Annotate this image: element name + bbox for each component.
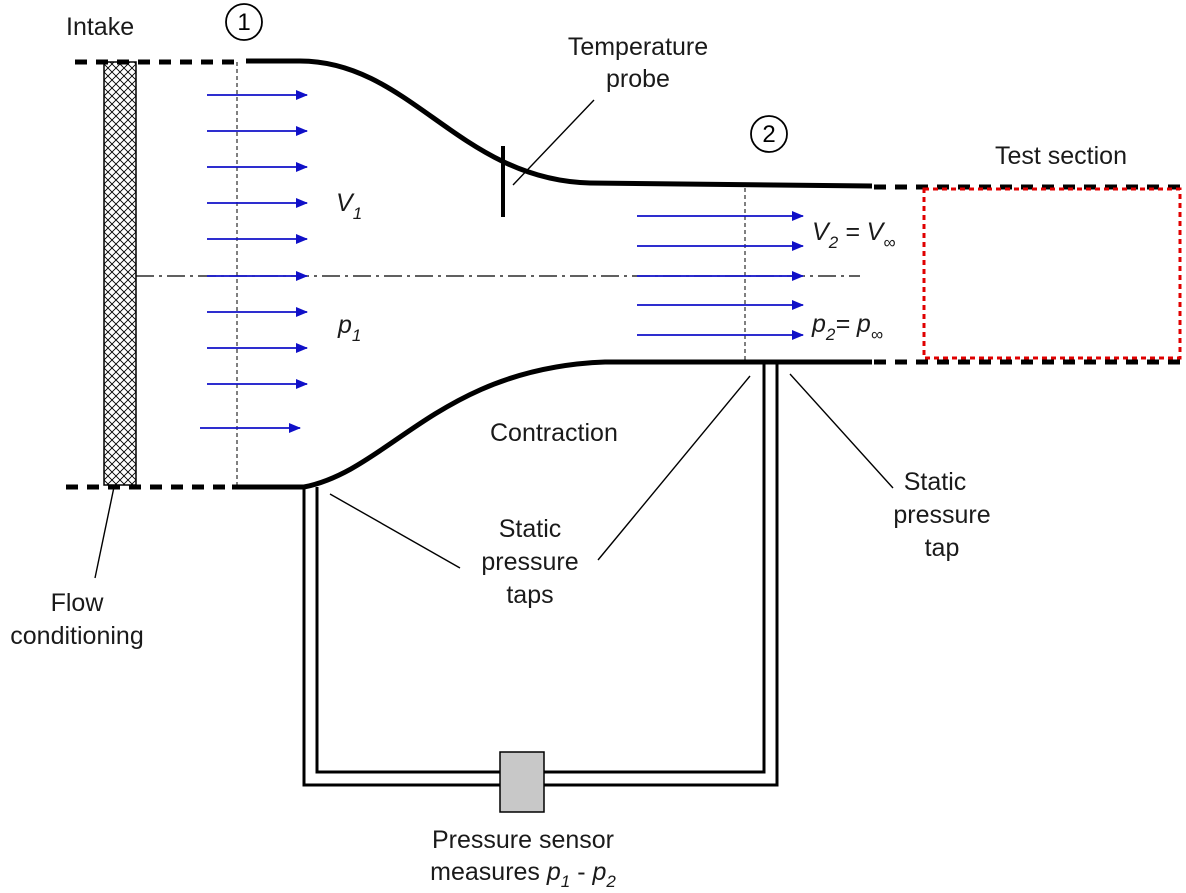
static-taps-leader-upstream (329, 493, 461, 569)
inlet-flow-arrows (200, 90, 308, 433)
station-1-marker: 1 (225, 3, 263, 41)
static-tap-label-line1: Static (904, 468, 967, 496)
contraction-lower-wall (232, 359, 872, 490)
flow-conditioning-label-line2: conditioning (10, 622, 143, 650)
p2-label: p2= p∞ (811, 310, 883, 344)
static-tap-label-line3: tap (925, 534, 960, 562)
temperature-probe-leader (512, 99, 595, 186)
static-taps-label-line2: pressure (481, 548, 578, 576)
static-tap-leader (789, 373, 894, 489)
station-1-number: 1 (237, 9, 250, 36)
static-taps-label-line3: taps (506, 581, 553, 609)
flow-conditioning-leader (94, 486, 115, 579)
static-taps-leader-downstream (597, 375, 751, 561)
test-section-box (922, 187, 1182, 360)
static-tap-label-line2: pressure (893, 501, 990, 529)
station-2-number: 2 (762, 121, 775, 148)
v2-label: V2 = V∞ (812, 218, 895, 252)
v1-label: V1 (336, 189, 362, 223)
pressure-sensor-label-line1: Pressure sensor (432, 826, 614, 854)
contraction-upper-wall (246, 58, 873, 189)
pressure-sensor-label-line2: measures p1 - p2 (430, 858, 616, 891)
intake-label: Intake (66, 13, 134, 41)
flow-conditioning-label-line1: Flow (51, 589, 105, 617)
static-taps-label-line1: Static (499, 515, 562, 543)
outlet-flow-arrows (637, 211, 804, 340)
pressure-sensor (499, 751, 545, 813)
test-section-label: Test section (995, 142, 1127, 170)
p1-label: p1 (337, 311, 361, 345)
station-2-marker: 2 (750, 115, 788, 153)
temperature-probe-label-line2: probe (606, 65, 670, 93)
temperature-probe-label-line1: Temperature (568, 33, 708, 61)
flow-conditioning-screen (103, 61, 137, 486)
contraction-label: Contraction (490, 419, 618, 447)
